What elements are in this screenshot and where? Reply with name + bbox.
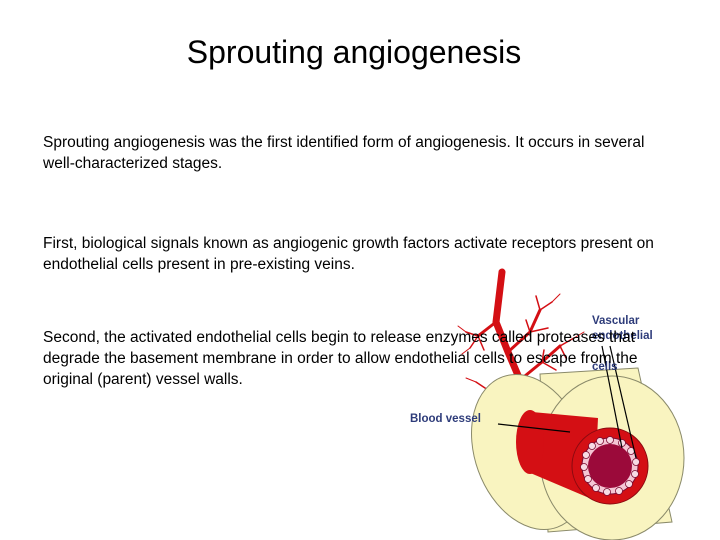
label-endothelial: endothelial [592,330,653,342]
paragraph-intro: Sprouting angiogenesis was the first ide… [43,134,645,172]
blood-vessel-tube [516,410,649,505]
angiogenesis-illustration: Vascular endothelial cells Blood vessel [380,262,710,540]
paragraph-second-stage: Second, the activated endothelial cells … [43,329,638,388]
label-pointers [497,345,637,459]
label-cells: cells [592,361,618,373]
paragraph-first-stage: First, biological signals known as angio… [43,235,654,273]
slide-title: Sprouting angiogenesis [186,34,522,70]
label-vascular: Vascular [592,315,640,327]
label-blood-vessel: Blood vessel [410,413,481,425]
figure-labels: Vascular endothelial cells Blood vessel [410,315,653,425]
